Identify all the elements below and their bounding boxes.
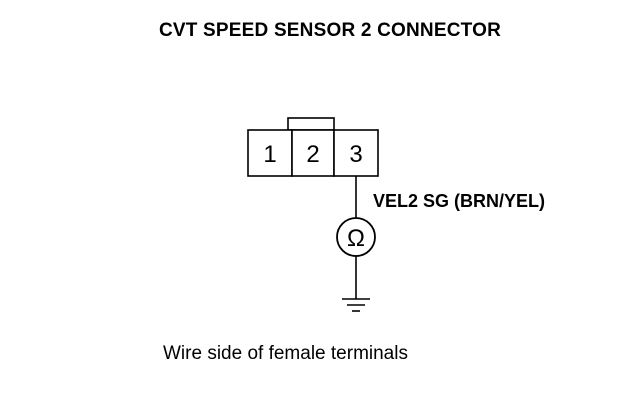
connector-lock-tab — [287, 117, 335, 131]
diagram-caption: Wire side of female terminals — [163, 343, 408, 364]
terminal-cell-1 — [247, 129, 293, 177]
ground-icon — [342, 298, 370, 312]
ohm-icon: Ω — [347, 225, 365, 252]
terminal-cell-2 — [291, 129, 335, 177]
terminal-label-1: 1 — [263, 141, 276, 168]
wire-label: VEL2 SG (BRN/YEL) — [373, 191, 546, 211]
connector — [247, 117, 379, 177]
terminal-label-3: 3 — [349, 141, 362, 168]
diagram-title: CVT SPEED SENSOR 2 CONNECTOR — [158, 20, 502, 41]
terminal-cell-3 — [333, 129, 379, 177]
terminal-label-2: 2 — [306, 141, 319, 168]
